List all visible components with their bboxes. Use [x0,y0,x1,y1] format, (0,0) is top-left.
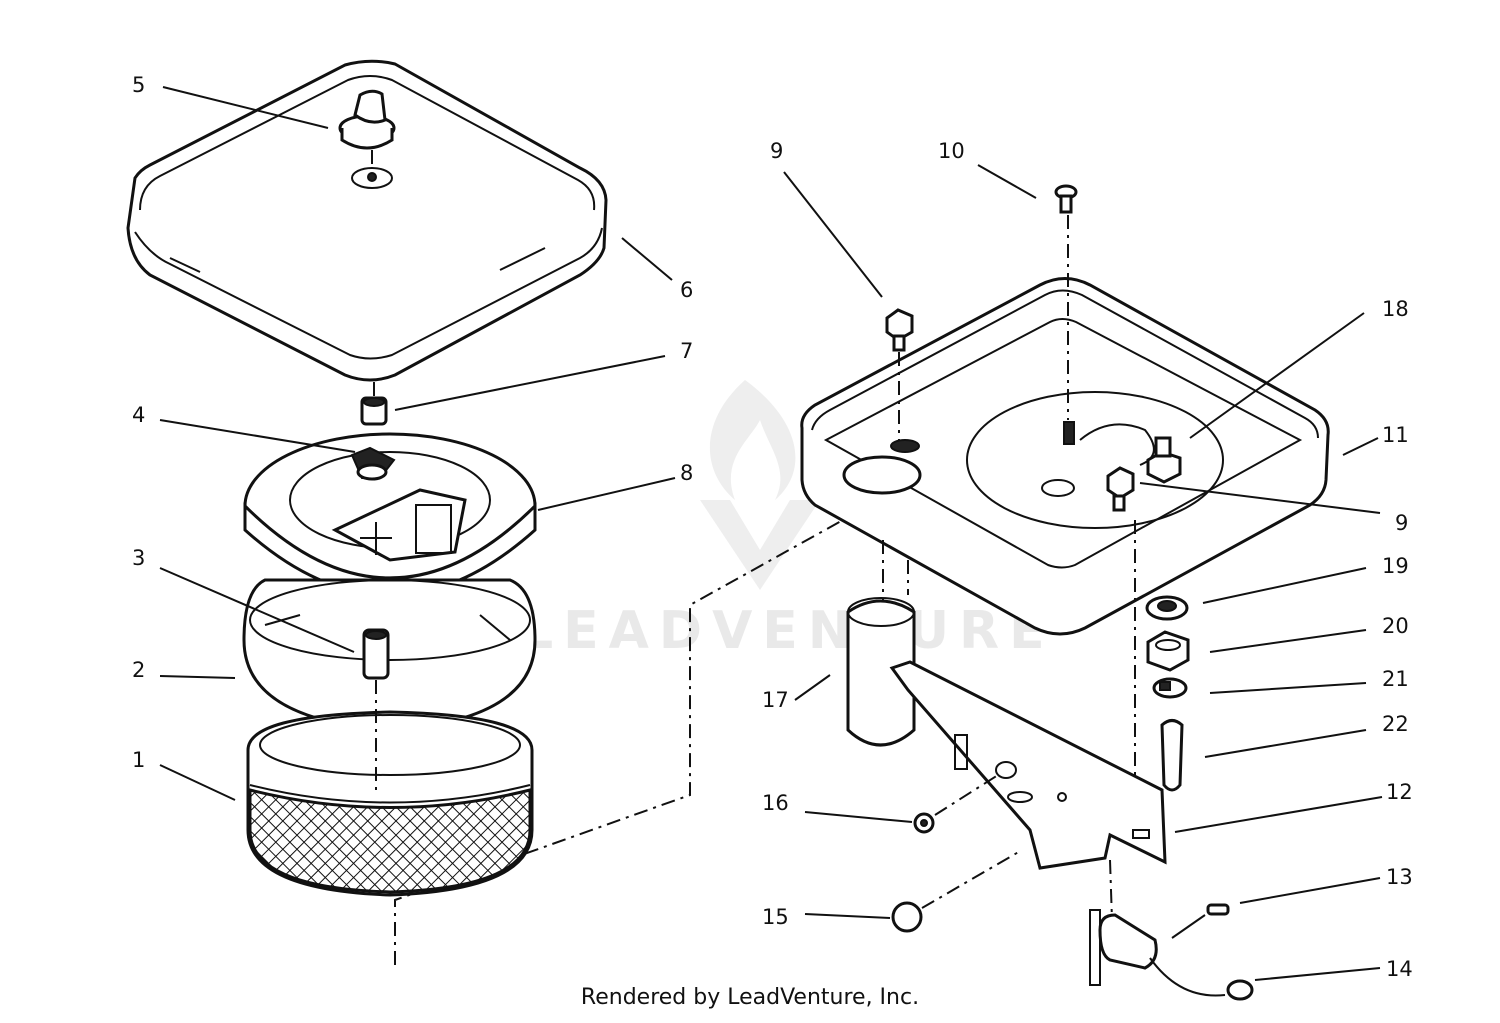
callout-1: 1 [132,748,145,772]
nut-16 [913,774,999,834]
callout-21: 21 [1382,667,1409,691]
leader-lines [159,86,1383,981]
connector-13-14 [1089,903,1254,1001]
callout-20: 20 [1382,614,1409,638]
callout-7: 7 [680,339,693,363]
bracket-12 [889,660,1167,921]
air-cleaner-cover [126,59,608,382]
air-cleaner-base [800,215,1330,795]
washer-19 [1145,595,1189,621]
callout-14: 14 [1386,957,1413,981]
callout-3: 3 [132,546,145,570]
pre-cleaner-ring [243,432,537,597]
callout-19: 19 [1382,554,1409,578]
callout-15: 15 [762,905,789,929]
filter-stud [362,628,390,680]
spacer-sleeve [360,382,388,426]
callout-8: 8 [680,461,693,485]
callout-2: 2 [132,658,145,682]
callout-5: 5 [132,73,145,97]
callout-12: 12 [1386,780,1413,804]
bolt-center [1063,421,1135,512]
callout-10: 10 [938,139,965,163]
wing-nut [350,446,396,481]
callout-17: 17 [762,688,789,712]
watermark: LEADVENTURE [520,380,1055,661]
alignment-line [394,404,1051,965]
callout-4: 4 [132,403,145,427]
callout-11: 11 [1382,423,1409,447]
callout-6: 6 [680,278,693,302]
watermark-text: LEADVENTURE [520,601,1055,661]
nut-15 [891,849,1023,933]
callout-9-upper: 9 [770,139,783,163]
screw-10 [1054,184,1078,214]
tube-17 [846,540,916,747]
callout-16: 16 [762,791,789,815]
nut-20 [1146,630,1190,672]
hose-22 [1160,719,1184,792]
wing-knob [338,89,396,189]
filter-element [246,680,534,897]
fitting-18 [1146,436,1182,484]
bolt-upper [885,308,914,440]
callout-18: 18 [1382,297,1409,321]
callout-9-center: 9 [1395,511,1408,535]
callouts: 5 6 7 4 8 3 2 1 9 10 18 11 9 19 20 21 22… [132,73,1413,981]
clamp-21 [1152,677,1188,699]
footer-credit: Rendered by LeadVenture, Inc. [580,985,920,1010]
callout-13: 13 [1386,865,1413,889]
callout-22: 22 [1382,712,1409,736]
